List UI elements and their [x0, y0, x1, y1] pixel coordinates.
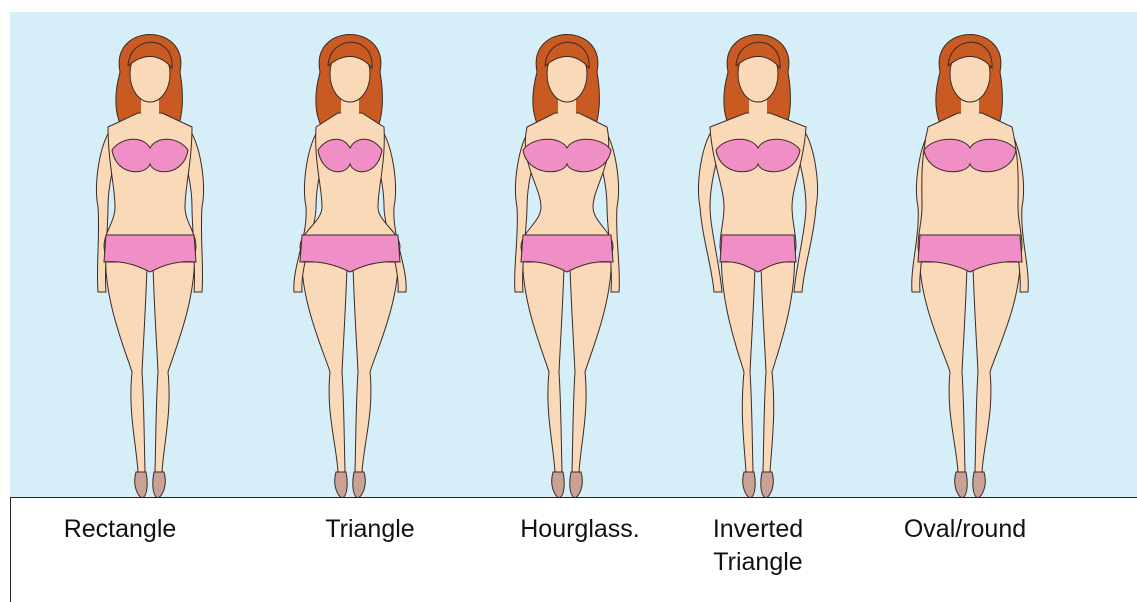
caption-divider: [10, 497, 1137, 498]
caption-left-border: [10, 497, 11, 602]
label-triangle: Triangle: [300, 513, 440, 546]
figures-illustration: [10, 12, 1137, 498]
label-rectangle: Rectangle: [50, 513, 190, 546]
label-oval-round: Oval/round: [885, 513, 1045, 546]
illustration-panel: [10, 12, 1137, 498]
label-inverted-triangle: Inverted Triangle: [688, 513, 828, 579]
label-hourglass: Hourglass.: [500, 513, 660, 546]
